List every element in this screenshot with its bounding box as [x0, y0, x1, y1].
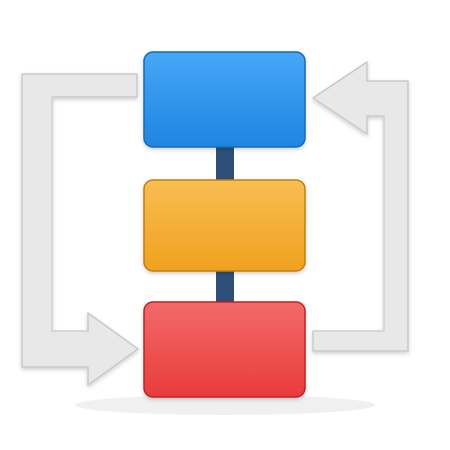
- connector-top-middle: [216, 146, 234, 182]
- bottom-block: [143, 301, 306, 398]
- left-loop-arrow-icon: [21, 73, 139, 386]
- middle-block: [143, 179, 306, 272]
- right-loop-arrow-icon: [312, 61, 409, 352]
- top-block: [143, 51, 306, 148]
- connector-middle-bottom: [216, 270, 234, 306]
- left-arrow-inner-edge: [51, 97, 88, 332]
- ground-shadow: [75, 395, 375, 415]
- right-arrow-inner-edge: [313, 116, 385, 332]
